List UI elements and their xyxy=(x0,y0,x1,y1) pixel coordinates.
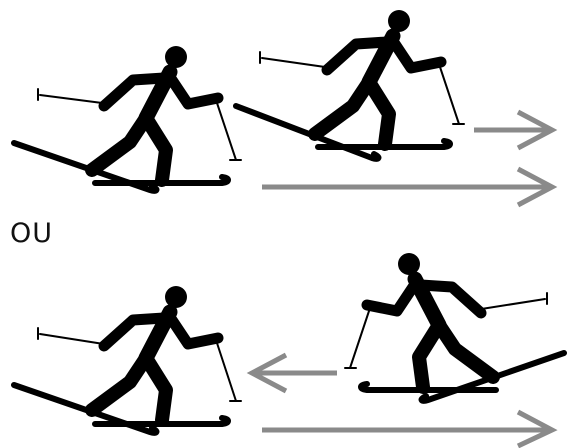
bottom-panel xyxy=(14,253,564,446)
separator-label: OU xyxy=(10,220,53,247)
ski-pole-icon xyxy=(350,308,370,368)
skier-icon xyxy=(14,46,241,191)
arrow-left-icon xyxy=(252,355,337,391)
skier-icon xyxy=(345,253,564,401)
top-panel xyxy=(14,10,552,205)
arrow-right-icon xyxy=(474,112,552,148)
ski-pole-icon xyxy=(40,95,110,104)
ski-pole-icon xyxy=(475,299,545,310)
skier-icon xyxy=(14,286,241,433)
ski-pole-icon xyxy=(216,340,236,401)
ski-pole-icon xyxy=(216,100,236,160)
arrow-right-icon xyxy=(262,412,552,446)
ski-pole-icon xyxy=(439,64,459,124)
arrow-right-icon xyxy=(262,169,552,205)
skier-icon xyxy=(236,10,464,159)
ski-icon xyxy=(236,106,378,159)
ski-pole-icon xyxy=(40,334,110,345)
ski-pole-icon xyxy=(262,58,332,68)
